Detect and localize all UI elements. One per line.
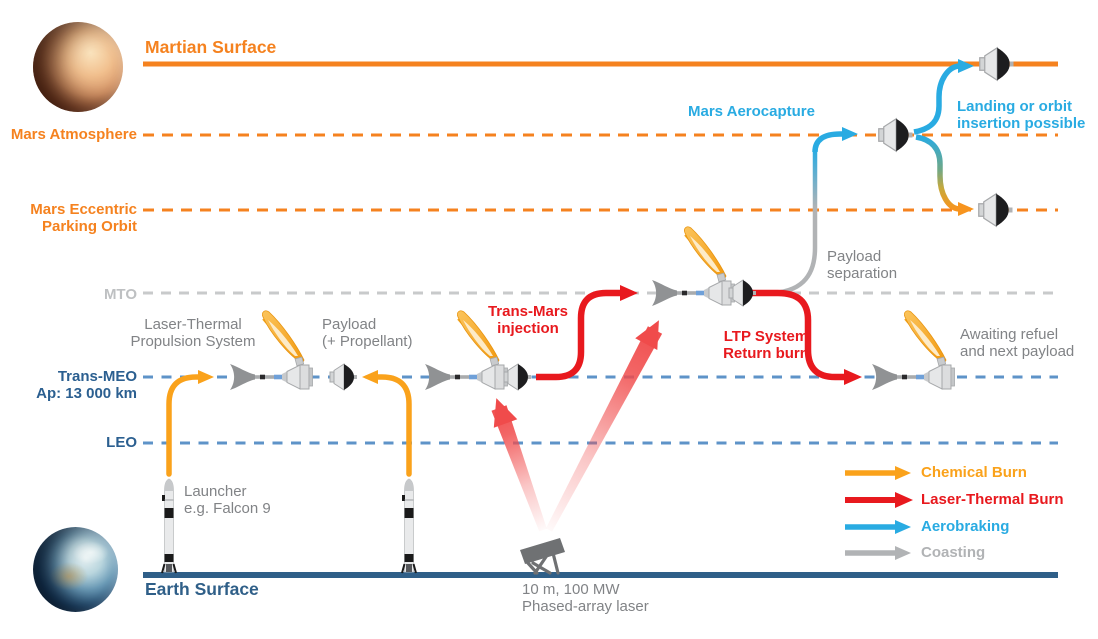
falcon9-rocket-icon-2	[401, 478, 417, 574]
falcon9-rocket-icon-1	[161, 478, 177, 574]
launch-trajectory-1	[166, 370, 214, 477]
mars-eccentric-parking-orbit-label: Mars Eccentric Parking Orbit	[30, 201, 137, 235]
landing-branch-arrow	[913, 59, 974, 135]
laser-beam-arrow-right	[545, 320, 663, 532]
launch-trajectory-2	[362, 370, 412, 477]
legend-laser-thermal-burn-label: Laser-Thermal Burn	[921, 491, 1064, 508]
leo-label: LEO	[106, 434, 137, 451]
payload-capsule-icon-injection	[503, 363, 532, 391]
launcher-label: Launcher e.g. Falcon 9	[184, 483, 271, 517]
ltp-spacecraft-icon-mto	[651, 225, 736, 307]
payload-capsule-icon-atmosphere	[878, 118, 914, 152]
payload-label: Payload (+ Propellant)	[322, 316, 413, 350]
mars-aerocapture-label: Mars Aerocapture	[688, 103, 815, 120]
trans-meo-label: Trans-MEO Ap: 13 000 km	[36, 368, 137, 402]
payload-capsule-icon-parking-orbit	[978, 193, 1014, 227]
legend-chemical-burn-label: Chemical Burn	[921, 464, 1027, 481]
orbit-insertion-branch-arrow	[915, 134, 974, 216]
payload-capsule-icon-trans-meo	[329, 363, 358, 391]
payload-separation-label: Payload separation	[827, 248, 898, 282]
ltp-spacecraft-icon-returned	[871, 309, 956, 391]
mars-atmosphere-label: Mars Atmosphere	[10, 126, 137, 143]
landing-or-orbit-insertion-label: Landing or orbit insertion possible	[957, 98, 1086, 132]
legend-coasting-label: Coasting	[921, 544, 986, 561]
payload-separation-coast-path	[750, 208, 818, 296]
martian-surface-label: Martian Surface	[145, 37, 277, 57]
mto-label: MTO	[103, 286, 137, 303]
legend-aerobraking-label: Aerobraking	[921, 518, 1010, 535]
laser-beam-arrow-left	[491, 398, 547, 532]
phased-array-laser-icon	[520, 538, 565, 575]
earth-globe-icon	[33, 527, 118, 612]
phased-array-laser-label: 10 m, 100 MW Phased-array laser	[522, 581, 649, 615]
mars-globe-icon	[33, 22, 123, 112]
payload-capsule-icon-surface	[979, 47, 1015, 81]
awaiting-refuel-label: Awaiting refuel and next payload	[960, 326, 1075, 360]
earth-surface-label: Earth Surface	[145, 579, 259, 599]
ltp-return-burn-label: LTP System Return burn	[723, 328, 809, 362]
ltp-system-label: Laser-Thermal Propulsion System	[130, 316, 256, 350]
trans-mars-injection-arrow	[536, 285, 638, 381]
trans-mars-injection-label: Trans-Mars injection	[487, 303, 569, 337]
ltp-return-arrow	[752, 289, 862, 385]
aerocapture-arrival-arrow	[812, 127, 858, 153]
